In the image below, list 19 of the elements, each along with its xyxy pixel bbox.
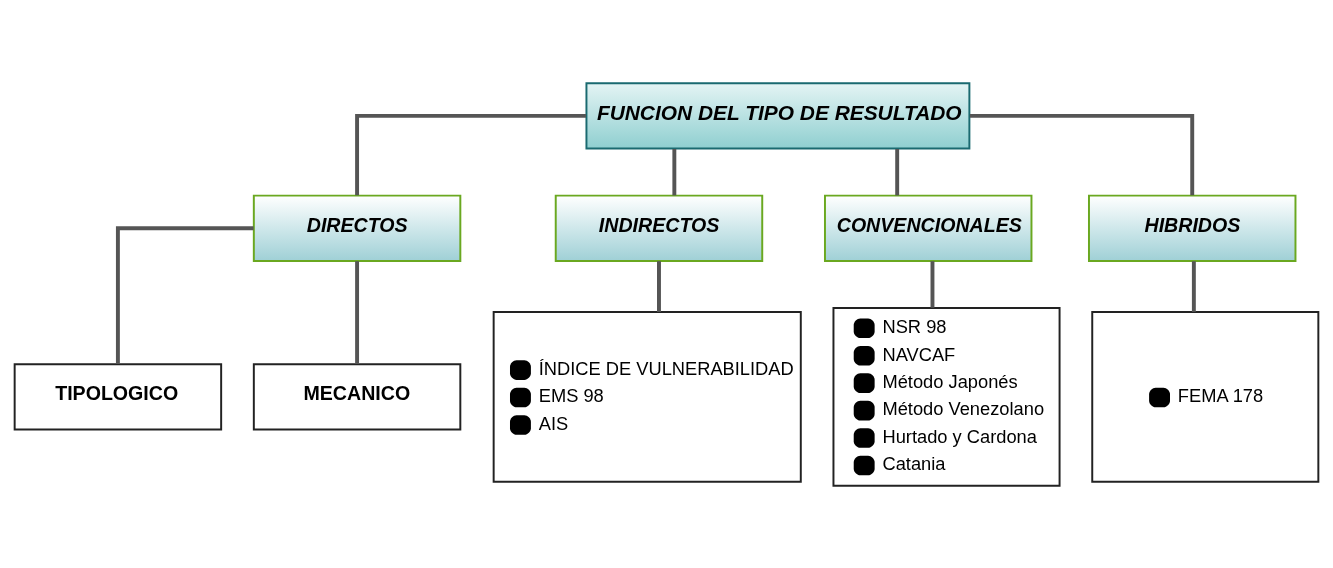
node-box: MECANICO [252, 362, 462, 431]
node-box: HIBRIDOS [1088, 194, 1297, 262]
connector [115, 225, 254, 364]
connector [930, 260, 935, 308]
node-box: TIPOLOGICO [13, 362, 223, 431]
node-box: ÍNDICE DE VULNERABILIDAD EMS 98 AIS [492, 310, 802, 483]
connector [355, 260, 360, 364]
connector [1191, 260, 1196, 312]
node-box: DIRECTOS [252, 194, 462, 262]
connector [895, 148, 900, 195]
connector [657, 260, 661, 312]
node-box: FEMA 178 [1091, 310, 1320, 483]
node-box: NSR 98 NAVCAF Método Japonés Método Venezolano Hurtado y Cardona Catania [832, 306, 1061, 487]
node-box: FUNCION DEL TIPO DE RESULTADO [585, 81, 971, 150]
connector [355, 113, 586, 195]
node-box: CONVENCIONALES [824, 194, 1033, 262]
connector [969, 113, 1195, 195]
connector [672, 148, 677, 195]
node-box: INDIRECTOS [554, 194, 764, 262]
